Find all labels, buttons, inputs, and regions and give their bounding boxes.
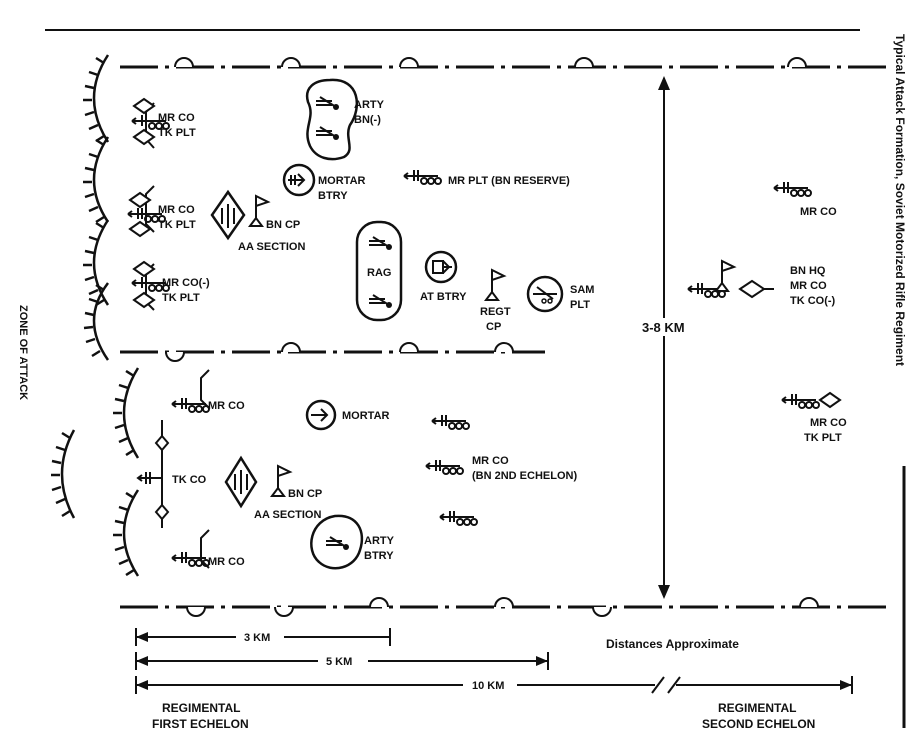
label-bn-cp-lower: BN CP bbox=[288, 488, 322, 500]
unit-brackets bbox=[145, 102, 210, 569]
scale-3km bbox=[135, 628, 391, 646]
mr-tk-right-symbol bbox=[781, 391, 842, 409]
mr-co-lower-2-symbol bbox=[171, 551, 210, 567]
label-mr-tk-1-a: MR CO bbox=[158, 112, 195, 124]
label-arty-bn-b: BN(-) bbox=[354, 114, 381, 126]
aa-section-lower-symbol bbox=[224, 455, 258, 509]
scale-3km-label: 3 KM bbox=[244, 632, 270, 644]
regt-cp-symbol bbox=[485, 269, 505, 301]
attack-zone-arcs bbox=[51, 54, 140, 577]
depth-dimension bbox=[640, 76, 688, 599]
label-rag: RAG bbox=[367, 267, 391, 279]
arty-bn-icon-2 bbox=[315, 126, 340, 141]
label-mr-plt-reserve: MR PLT (BN RESERVE) bbox=[448, 175, 570, 187]
label-aa-section-lower: AA SECTION bbox=[254, 509, 321, 521]
mr-co-lower-b-symbol bbox=[439, 510, 478, 526]
label-regt-cp-b: CP bbox=[486, 321, 501, 333]
label-mr-tk-2-a: MR CO bbox=[158, 204, 195, 216]
label-mr-co-lower-2: MR CO bbox=[208, 556, 245, 568]
second-echelon-line-2: SECOND ECHELON bbox=[702, 717, 815, 731]
mr-co-lower-1-symbol bbox=[171, 397, 210, 413]
label-regt-cp-a: REGT bbox=[480, 306, 511, 318]
label-sam-plt-b: PLT bbox=[570, 299, 590, 311]
label-mr-co-2nd-b: (BN 2ND ECHELON) bbox=[472, 470, 577, 482]
mr-co-2nd-symbol bbox=[425, 459, 464, 475]
label-at-btry: AT BTRY bbox=[420, 291, 467, 303]
scale-10km-label: 10 KM bbox=[472, 680, 504, 692]
label-sam-plt-a: SAM bbox=[570, 284, 594, 296]
label-tk-co: TK CO bbox=[172, 474, 207, 486]
side-title: Typical Attack Formation, Soviet Motoriz… bbox=[893, 34, 907, 366]
second-echelon-line-1: REGIMENTAL bbox=[718, 701, 796, 715]
mr-co-lower-a-symbol bbox=[431, 414, 470, 430]
label-mortar-btry-b: BTRY bbox=[318, 190, 348, 202]
arty-bn-icon-1 bbox=[315, 96, 340, 111]
label-mortar-btry-a: MORTAR bbox=[318, 175, 366, 187]
label-mr-tk-3-a: MR CO(-) bbox=[162, 277, 210, 289]
boundary-bumps bbox=[165, 57, 819, 617]
label-aa-section-upper: AA SECTION bbox=[238, 241, 305, 253]
label-mr-tk-1-b: TK PLT bbox=[158, 127, 196, 139]
label-mr-tk-3-b: TK PLT bbox=[162, 292, 200, 304]
label-arty-btry-a: ARTY bbox=[364, 535, 395, 547]
bn-hq-group-symbol bbox=[687, 260, 774, 299]
label-mr-co-right: MR CO bbox=[800, 206, 837, 218]
mr-co-right-symbol bbox=[773, 181, 812, 197]
arty-bn-symbol bbox=[305, 78, 359, 161]
label-arty-btry-b: BTRY bbox=[364, 550, 394, 562]
label-bn-hq-a: BN HQ bbox=[790, 265, 826, 277]
label-mr-tk-2-b: TK PLT bbox=[158, 219, 196, 231]
scale-5km-label: 5 KM bbox=[326, 656, 352, 668]
mortar-lower-symbol bbox=[305, 399, 337, 431]
distances-note: Distances Approximate bbox=[606, 637, 739, 651]
first-echelon-line-1: REGIMENTAL bbox=[162, 701, 240, 715]
label-mortar-lower: MORTAR bbox=[342, 410, 390, 422]
scale-10km bbox=[135, 676, 853, 694]
label-mr-tk-right-b: TK PLT bbox=[804, 432, 842, 444]
first-echelon-line-2: FIRST ECHELON bbox=[152, 717, 249, 731]
label-mr-tk-right-a: MR CO bbox=[810, 417, 847, 429]
tk-co-symbol bbox=[136, 420, 170, 528]
rag-icon-2 bbox=[368, 294, 393, 309]
depth-label: 3-8 KM bbox=[642, 320, 685, 335]
label-arty-bn-a: ARTY bbox=[354, 99, 385, 111]
scale-5km bbox=[135, 652, 549, 670]
aa-section-upper-symbol bbox=[210, 189, 246, 241]
zone-of-attack-label: ZONE OF ATTACK bbox=[17, 305, 29, 400]
arty-btry-symbol bbox=[310, 514, 364, 570]
label-mr-co-2nd-a: MR CO bbox=[472, 455, 509, 467]
sam-plt-symbol bbox=[526, 275, 564, 313]
mr-plt-reserve-symbol bbox=[403, 169, 442, 185]
rag-symbol bbox=[355, 220, 403, 322]
arty-btry-icon bbox=[325, 536, 350, 551]
rag-icon-1 bbox=[368, 236, 393, 251]
label-bn-hq-b: MR CO bbox=[790, 280, 827, 292]
at-btry-symbol bbox=[424, 250, 458, 284]
label-mr-co-lower-1: MR CO bbox=[208, 400, 245, 412]
mortar-btry-symbol bbox=[282, 163, 316, 197]
label-bn-hq-c: TK CO(-) bbox=[790, 295, 836, 307]
label-bn-cp-upper: BN CP bbox=[266, 219, 300, 231]
